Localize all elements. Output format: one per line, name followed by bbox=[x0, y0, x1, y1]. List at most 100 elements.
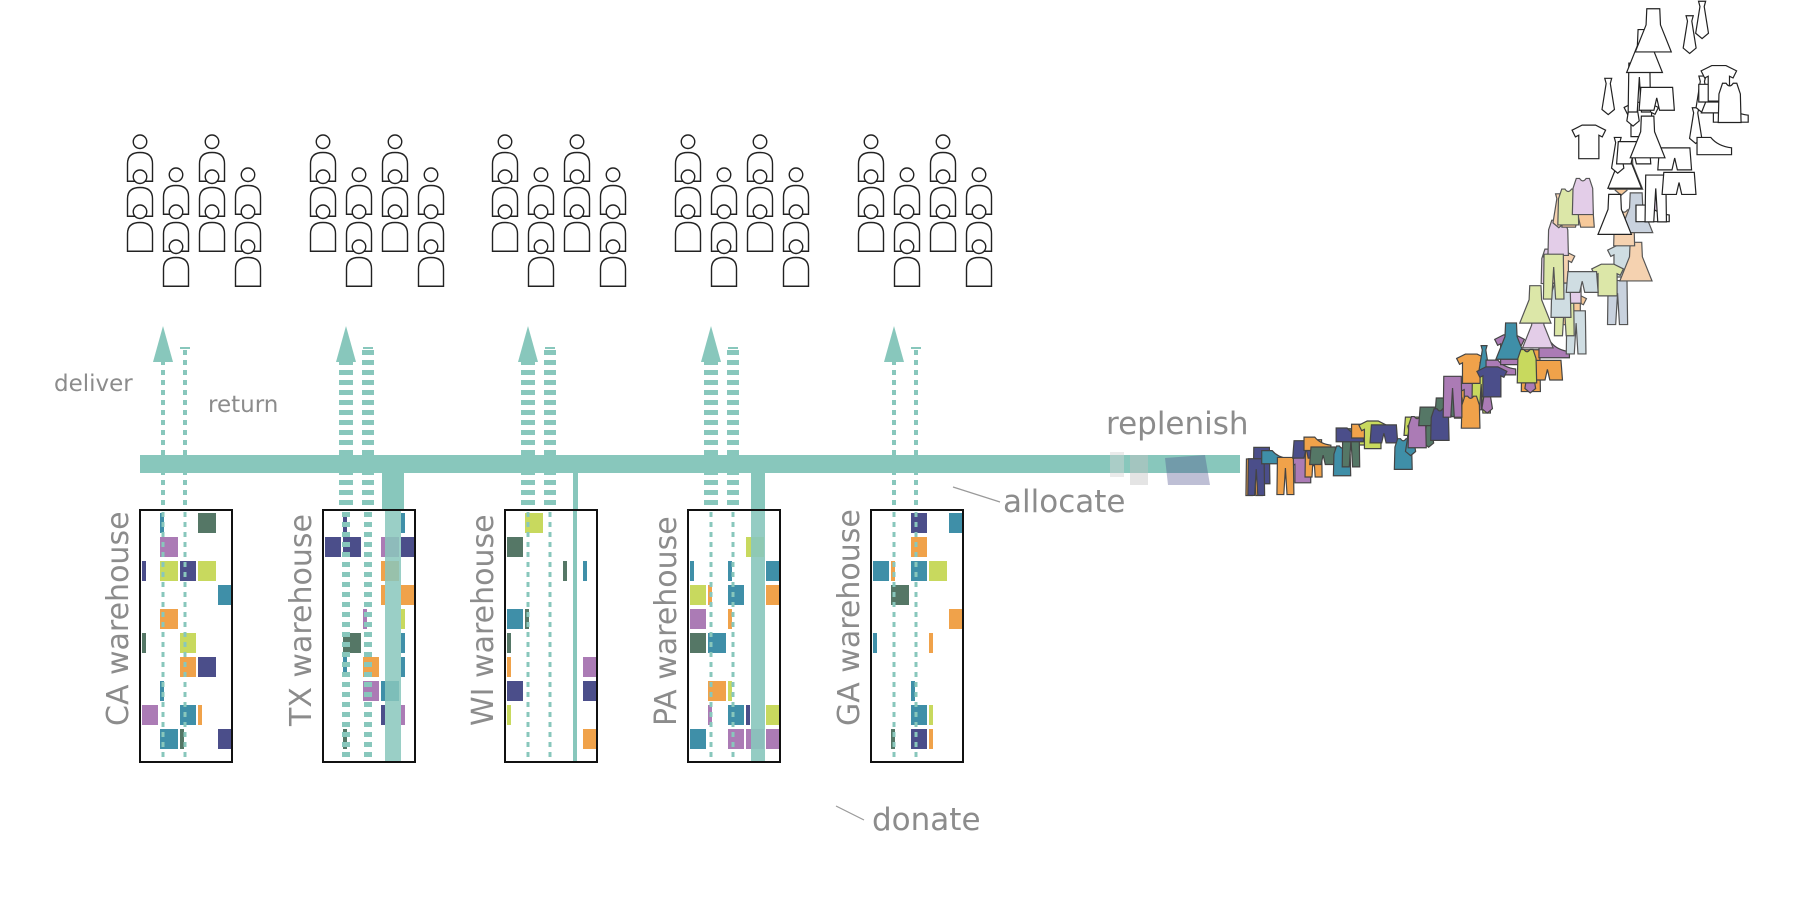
warehouse-inventory bbox=[873, 512, 963, 760]
inventory-item bbox=[911, 681, 915, 701]
inventory-item bbox=[142, 561, 146, 581]
inventory-item bbox=[180, 633, 196, 653]
inventory-item bbox=[766, 705, 780, 725]
clothing-item bbox=[1661, 171, 1697, 196]
dress-icon bbox=[1629, 115, 1666, 159]
inventory-item bbox=[929, 705, 933, 725]
inventory-item bbox=[507, 537, 523, 557]
inventory-item bbox=[583, 729, 597, 749]
clothing-item bbox=[1638, 86, 1676, 111]
inventory-item bbox=[728, 729, 744, 749]
inventory-item bbox=[891, 729, 895, 749]
inventory-item bbox=[507, 705, 511, 725]
inventory-item bbox=[949, 609, 963, 629]
warehouse-inventory bbox=[507, 510, 597, 762]
inventory-item bbox=[507, 633, 511, 653]
warehouse: CA warehouse bbox=[101, 509, 233, 763]
tank-top-icon bbox=[1571, 177, 1594, 216]
inventory-item bbox=[873, 633, 877, 653]
inventory-item bbox=[507, 681, 523, 701]
tank-top-icon bbox=[1717, 82, 1742, 124]
allocation-connector bbox=[751, 470, 765, 510]
tie-icon bbox=[1601, 77, 1616, 116]
shorts-icon bbox=[1369, 424, 1399, 444]
shorts-icon bbox=[1638, 86, 1676, 111]
return-label: return bbox=[208, 392, 278, 418]
dress-icon bbox=[1597, 193, 1633, 235]
pants-icon bbox=[1247, 458, 1266, 497]
inventory-item bbox=[180, 705, 196, 725]
deliver-arrowhead bbox=[884, 326, 904, 362]
inventory-item bbox=[343, 633, 361, 653]
allocation-connector bbox=[573, 470, 578, 510]
deliver-label: deliver bbox=[54, 371, 133, 397]
inventory-item bbox=[401, 705, 405, 725]
customer-groups bbox=[126, 134, 993, 287]
inventory-item bbox=[728, 705, 744, 725]
clothing-item bbox=[1309, 446, 1338, 466]
warehouses: CA warehouse TX warehouse WI warehouse PA w… bbox=[101, 509, 964, 763]
allocate-leader-line bbox=[952, 486, 1001, 503]
customer-group bbox=[491, 134, 627, 287]
clothing-item bbox=[1247, 458, 1266, 497]
warehouse-label: PA warehouse bbox=[649, 516, 684, 726]
inventory-item bbox=[911, 729, 927, 749]
inventory-item bbox=[929, 729, 933, 749]
allocation-connector bbox=[382, 470, 404, 510]
inventory-item bbox=[728, 609, 732, 629]
warehouse-inventory bbox=[325, 510, 415, 762]
tank-top-icon bbox=[1460, 395, 1481, 429]
inventory-item bbox=[198, 561, 216, 581]
warehouse-border bbox=[687, 509, 781, 763]
clothing-item bbox=[1634, 8, 1673, 53]
customer-group bbox=[126, 134, 262, 287]
deliver-arrowhead bbox=[701, 326, 721, 362]
inventory-item bbox=[325, 537, 341, 557]
dress-icon bbox=[1618, 241, 1653, 282]
tank-top-icon bbox=[1516, 348, 1538, 384]
inventory-item bbox=[401, 657, 405, 677]
clothing-item bbox=[1657, 147, 1693, 171]
inventory-item bbox=[401, 537, 415, 557]
inventory-item bbox=[911, 561, 927, 581]
inventory-item bbox=[766, 729, 780, 749]
replenish-label: replenish bbox=[1106, 406, 1249, 442]
allocation-line bbox=[140, 455, 1240, 473]
clothing-item bbox=[1516, 348, 1538, 384]
inventory-item bbox=[690, 633, 706, 653]
clothing-item bbox=[1571, 177, 1594, 216]
inventory-item bbox=[381, 705, 385, 725]
inventory-item bbox=[891, 585, 909, 605]
inventory-item bbox=[401, 609, 405, 629]
warehouse-label: TX warehouse bbox=[284, 514, 319, 727]
shorts-icon bbox=[1565, 271, 1599, 293]
clothing-item bbox=[1682, 15, 1697, 55]
inventory-item bbox=[949, 513, 963, 533]
inventory-item bbox=[583, 681, 597, 701]
inventory-item bbox=[401, 513, 405, 533]
pants-icon bbox=[1442, 375, 1463, 418]
inventory-item bbox=[218, 729, 232, 749]
clothing-item bbox=[1476, 366, 1508, 398]
clothing-item bbox=[1695, 0, 1710, 40]
inventory-item bbox=[708, 633, 726, 653]
inventory-item bbox=[381, 585, 385, 605]
deliver-arrowhead bbox=[336, 326, 356, 362]
inventory-item bbox=[525, 513, 543, 533]
inventory-item bbox=[911, 705, 927, 725]
inventory-item bbox=[728, 561, 732, 581]
inventory-item bbox=[198, 657, 216, 677]
inventory-item bbox=[583, 657, 597, 677]
inventory-item bbox=[728, 585, 744, 605]
inventory-item bbox=[198, 705, 202, 725]
shirt-icon bbox=[1476, 366, 1508, 398]
warehouse-label: CA warehouse bbox=[101, 511, 136, 726]
warehouse-border bbox=[504, 509, 598, 763]
inventory-item bbox=[690, 609, 706, 629]
inventory-item bbox=[929, 633, 933, 653]
warehouse-label: WI warehouse bbox=[466, 514, 501, 726]
faded-item-icon bbox=[1165, 455, 1210, 485]
inventory-item bbox=[180, 657, 196, 677]
inventory-item bbox=[563, 561, 567, 581]
